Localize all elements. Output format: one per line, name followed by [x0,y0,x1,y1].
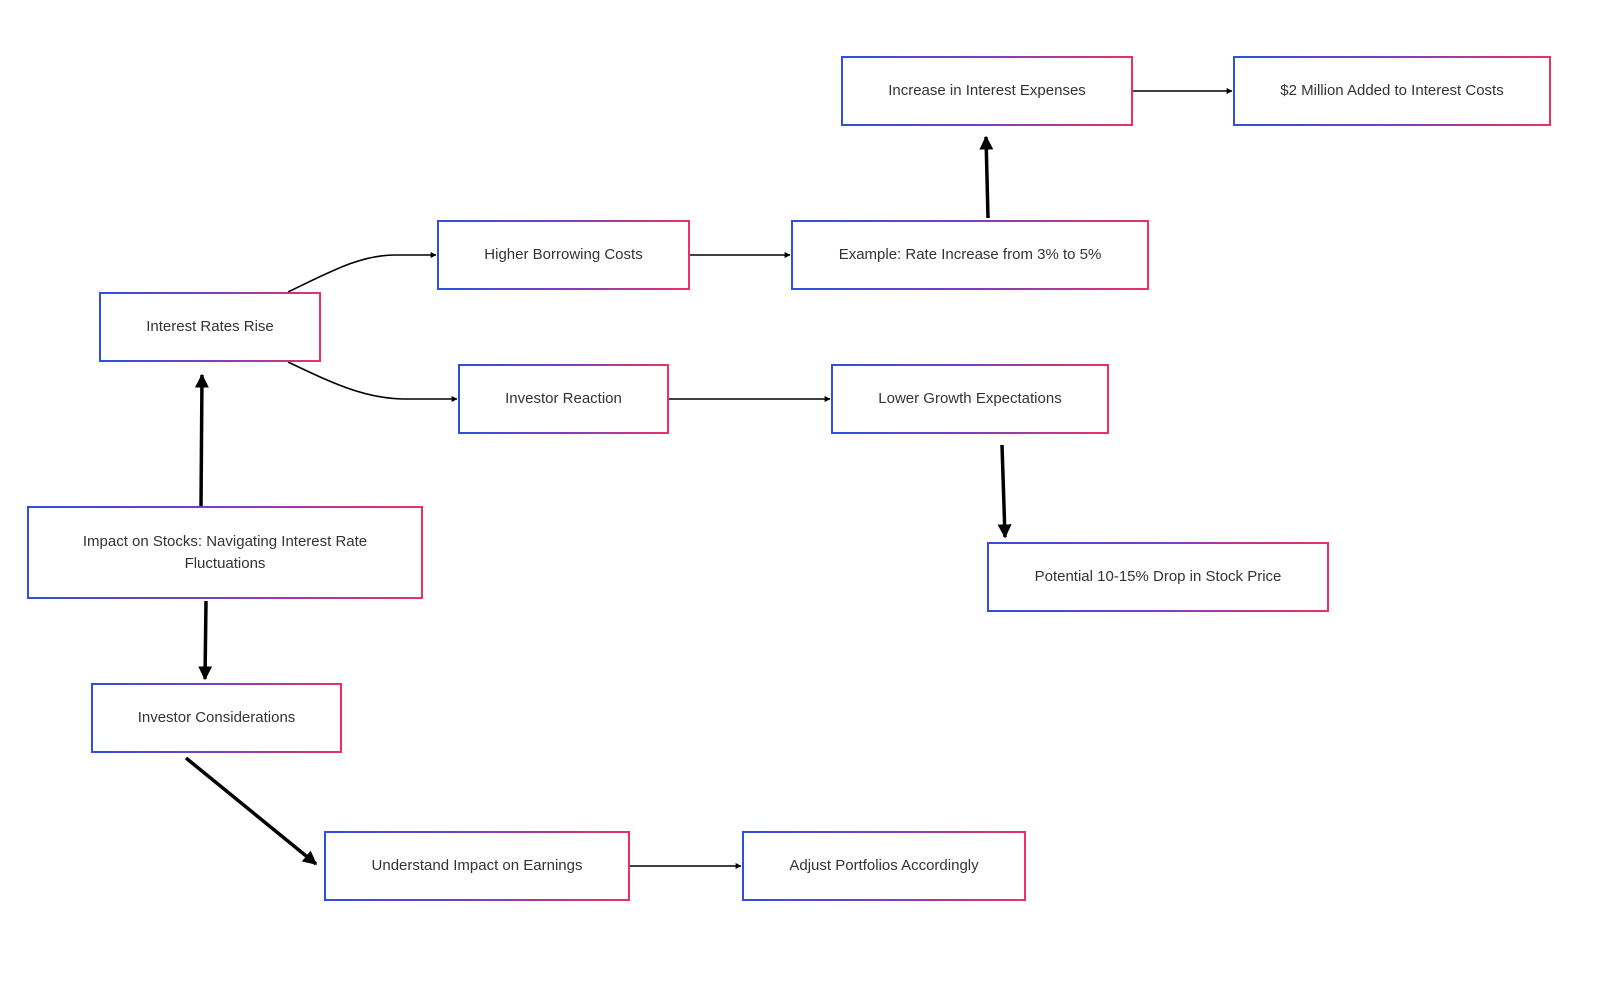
node-label: Increase in Interest Expenses [888,82,1086,99]
node-label: $2 Million Added to Interest Costs [1280,82,1504,99]
node-label: Example: Rate Increase from 3% to 5% [838,246,1102,263]
node-label: Investor Considerations [137,709,296,726]
node-label: Impact on Stocks: Navigating Interest Ra… [82,532,368,572]
node-label: Understand Impact on Earnings [371,857,583,874]
edge-impact-to-rates [194,373,209,507]
edge-rates-to-reaction [287,361,458,402]
node-adjust-portfolios: Adjust Portfolios Accordingly [742,831,1026,901]
edge-growth-to-drop [997,444,1012,539]
node-understand-impact-on-earnings: Understand Impact on Earnings [324,831,630,901]
node-higher-borrowing-costs: Higher Borrowing Costs [437,220,690,290]
node-label: Interest Rates Rise [146,318,274,335]
node-investor-reaction: Investor Reaction [458,364,669,434]
edge-rates-to-borrow [287,252,437,293]
edge-example-to-expense [979,135,994,219]
node-two-million-added: $2 Million Added to Interest Costs [1233,56,1551,126]
edge-consider-to-earnings [184,756,318,866]
node-label: Lower Growth Expectations [878,390,1062,407]
node-stock-price-drop: Potential 10-15% Drop in Stock Price [987,542,1329,612]
node-investor-considerations: Investor Considerations [91,683,342,753]
node-label: Potential 10-15% Drop in Stock Price [1034,568,1282,585]
node-increase-in-interest-expenses: Increase in Interest Expenses [841,56,1133,126]
node-impact-on-stocks: Impact on Stocks: Navigating Interest Ra… [27,506,423,599]
node-label: Investor Reaction [505,390,622,407]
node-rate-increase-example: Example: Rate Increase from 3% to 5% [791,220,1149,290]
edge-impact-to-consider [198,600,213,681]
node-lower-growth-expectations: Lower Growth Expectations [831,364,1109,434]
node-label: Higher Borrowing Costs [484,246,643,263]
node-label: Adjust Portfolios Accordingly [789,857,979,874]
node-interest-rates-rise: Interest Rates Rise [99,292,321,362]
